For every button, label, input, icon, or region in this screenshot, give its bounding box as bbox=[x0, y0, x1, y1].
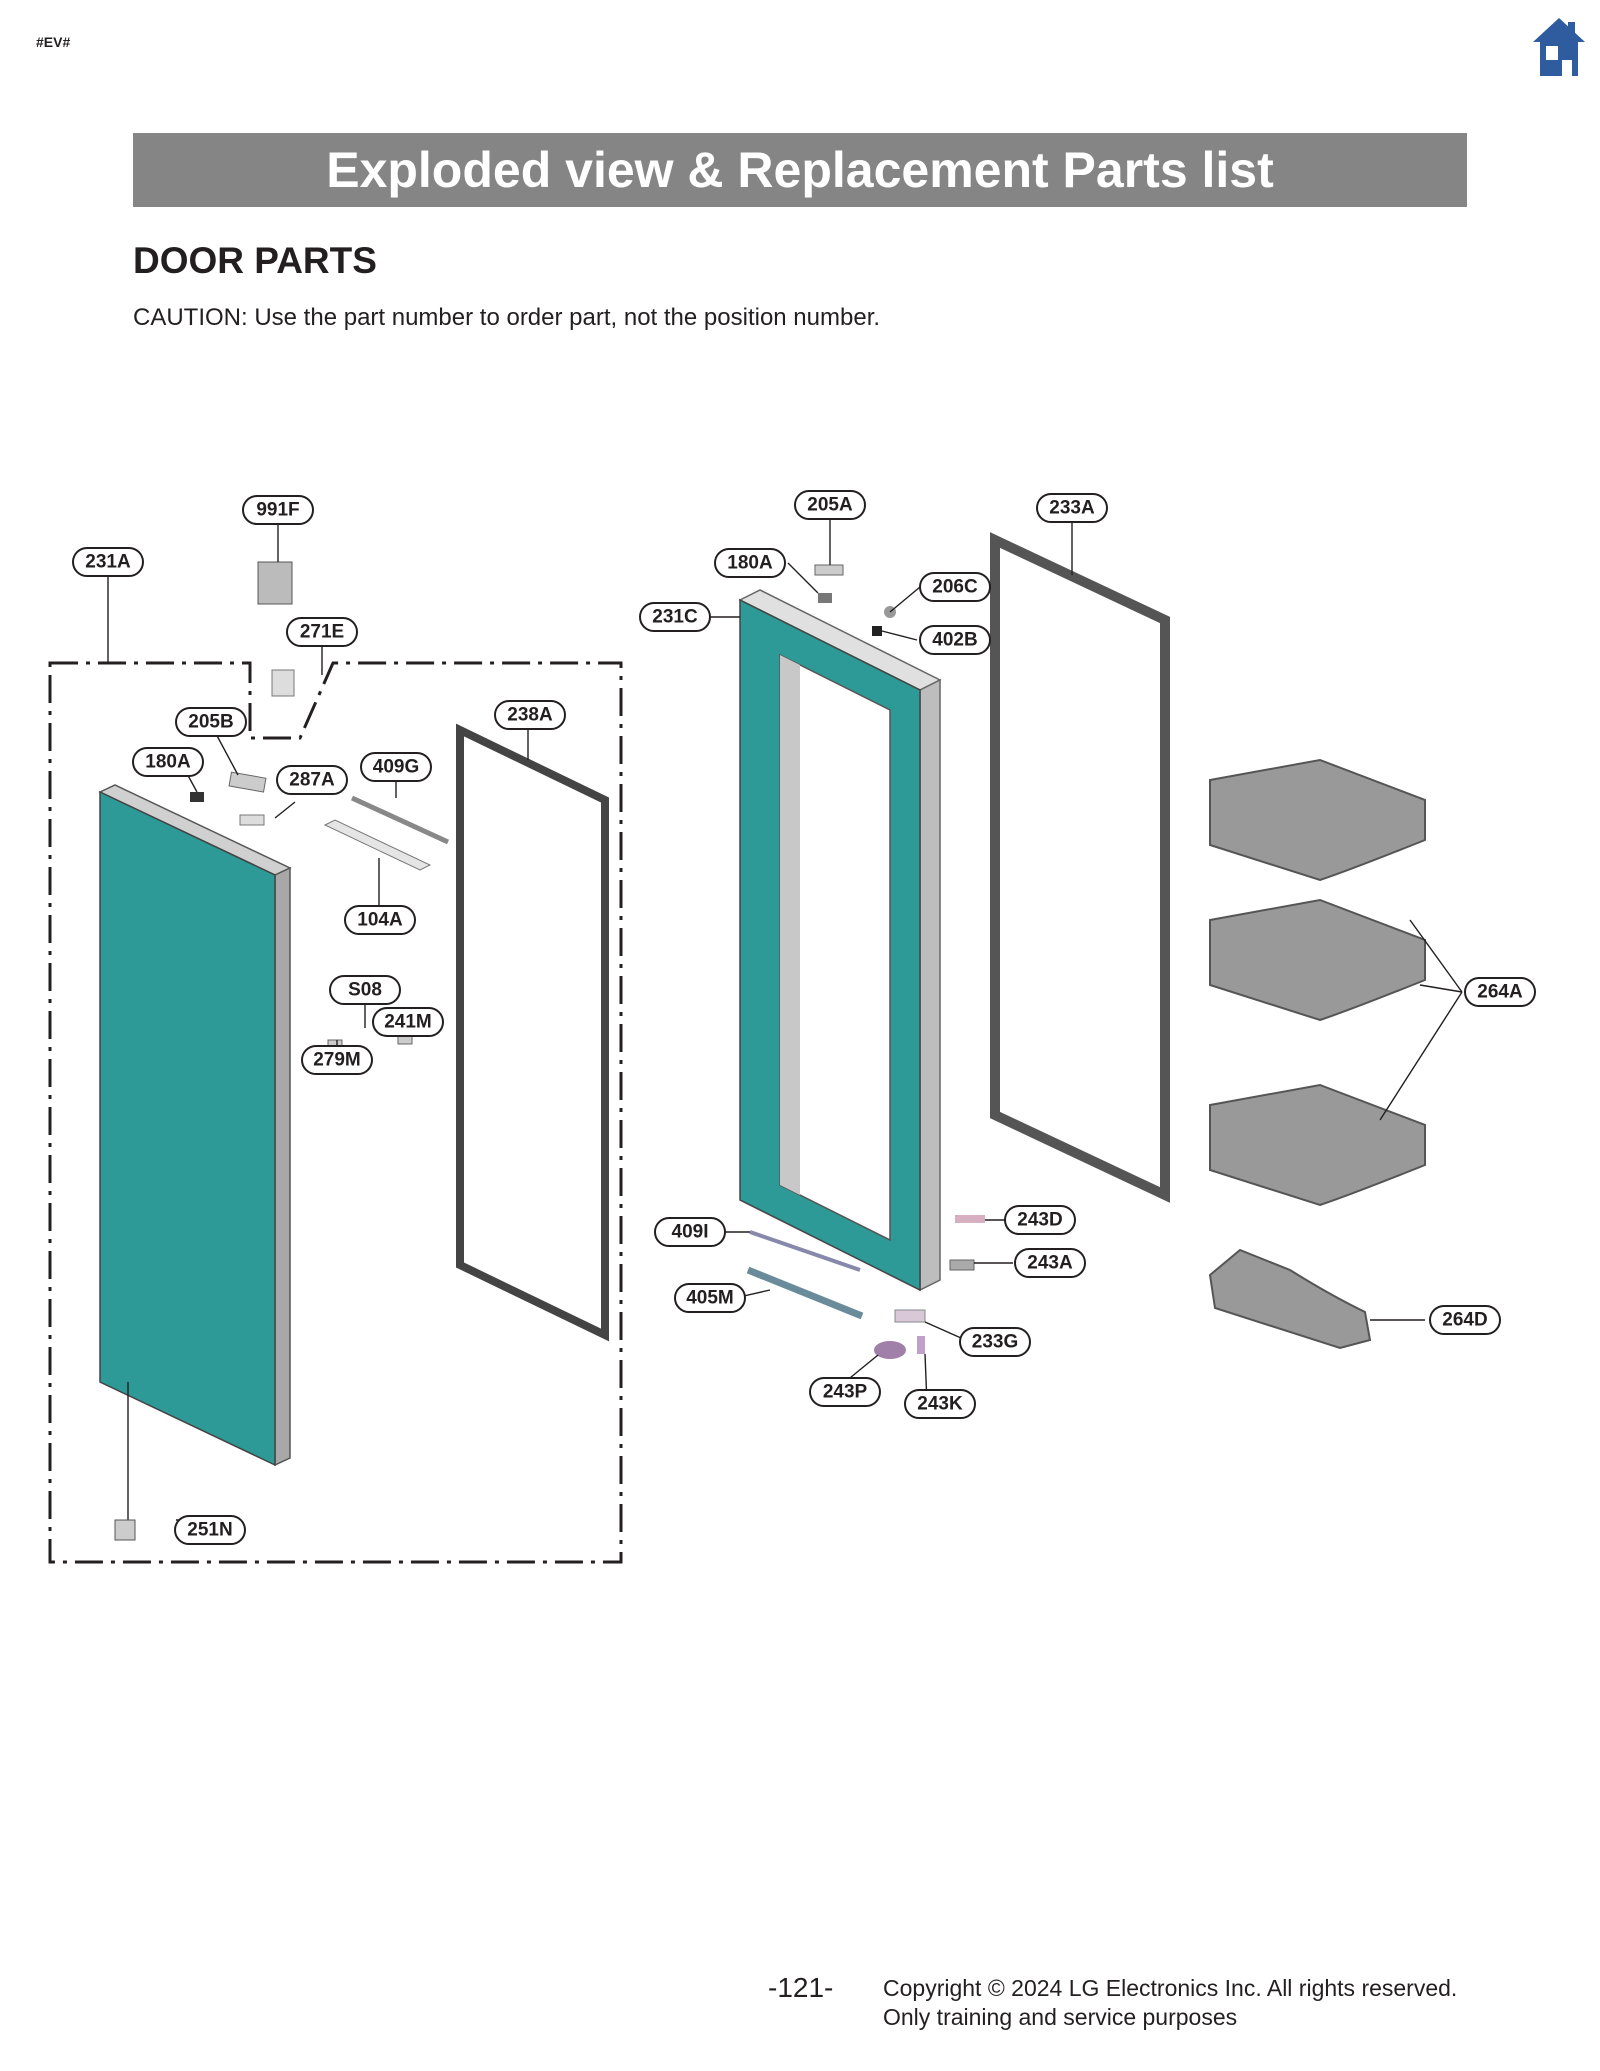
part-callout-label: 243K bbox=[917, 1394, 963, 1415]
page-title: Exploded view & Replacement Parts list bbox=[326, 142, 1274, 198]
part-callout: 264D bbox=[1429, 1305, 1501, 1335]
part-callout-label: 243D bbox=[1017, 1210, 1062, 1231]
part-callout-label: 405M bbox=[686, 1288, 734, 1309]
section-title: DOOR PARTS bbox=[133, 240, 377, 281]
part-callout: 238A bbox=[494, 700, 566, 730]
part-callout: 271E bbox=[286, 617, 358, 647]
part-callout: 231A bbox=[72, 547, 144, 577]
home-button[interactable] bbox=[1530, 16, 1588, 80]
part-callout-label: 233A bbox=[1049, 498, 1095, 519]
part-callout: 241M bbox=[372, 1007, 444, 1037]
part-callout-label: 231C bbox=[652, 607, 698, 628]
home-icon bbox=[1533, 18, 1585, 76]
part-callout-label: 180A bbox=[145, 752, 191, 773]
part-callout-label: 991F bbox=[256, 500, 299, 521]
part-callout-label: 243A bbox=[1027, 1253, 1073, 1274]
bushing-part bbox=[917, 1336, 925, 1354]
page-title-banner: Exploded view & Replacement Parts list bbox=[133, 133, 1467, 207]
part-callout: 243D bbox=[1004, 1205, 1076, 1235]
magnet-part bbox=[190, 792, 204, 802]
part-callout: 205B bbox=[175, 707, 247, 737]
part-callout: 243A bbox=[1014, 1248, 1086, 1278]
strip-part bbox=[749, 1230, 861, 1272]
part-callout-label: 264A bbox=[1477, 982, 1523, 1003]
part-callout: S08 bbox=[329, 975, 401, 1005]
label-part bbox=[239, 814, 265, 826]
rail-part-right bbox=[746, 1266, 864, 1320]
hinge-bracket-part bbox=[271, 669, 295, 697]
part-callout-label: 251N bbox=[187, 1520, 232, 1541]
part-callout-label: 279M bbox=[313, 1050, 361, 1071]
part-callout-label: 402B bbox=[932, 630, 977, 651]
part-callout: 409I bbox=[654, 1217, 726, 1247]
part-callout: 231C bbox=[639, 602, 711, 632]
trim-part bbox=[323, 819, 432, 871]
part-callout-label: 238A bbox=[507, 705, 553, 726]
part-callout: 279M bbox=[301, 1045, 373, 1075]
part-callout: 205A bbox=[794, 490, 866, 520]
pin-part bbox=[955, 1215, 985, 1223]
page-number: -121- bbox=[768, 1972, 834, 2003]
part-callout: 104A bbox=[344, 905, 416, 935]
part-callout-label: 409G bbox=[373, 757, 419, 778]
door-bins bbox=[1208, 758, 1426, 1350]
copyright-block: Copyright © 2024 LG Electronics Inc. All… bbox=[883, 1974, 1457, 2032]
part-callout: 991F bbox=[242, 495, 314, 525]
exploded-view-diagram: 991F231A271E205B180A287A409G238A104AS082… bbox=[48, 490, 1536, 1564]
part-callout-label: 264D bbox=[1442, 1310, 1487, 1331]
magnet-part-right bbox=[818, 593, 832, 603]
part-callout: 233G bbox=[959, 1327, 1031, 1357]
door-panel bbox=[98, 784, 292, 1467]
part-callout-label: 243P bbox=[823, 1382, 868, 1403]
part-callout-label: 233G bbox=[972, 1332, 1018, 1353]
part-callout-label: 180A bbox=[727, 553, 773, 574]
caution-note: CAUTION: Use the part number to order pa… bbox=[133, 304, 881, 331]
part-callout: 206C bbox=[919, 572, 991, 602]
purpose-text: Only training and service purposes bbox=[883, 2004, 1238, 2030]
part-callout-label: S08 bbox=[348, 980, 382, 1001]
part-callout: 243P bbox=[809, 1377, 881, 1407]
part-callout-label: 205B bbox=[188, 712, 233, 733]
copyright-text: Copyright © 2024 LG Electronics Inc. All… bbox=[883, 1975, 1458, 2001]
part-callout: 264A bbox=[1464, 977, 1536, 1007]
rail-part bbox=[350, 795, 450, 845]
part-callout-label: 205A bbox=[807, 495, 853, 516]
hinge-lower-part bbox=[894, 1309, 926, 1323]
assembly-boundary bbox=[48, 661, 623, 1564]
bracket-part bbox=[949, 1259, 975, 1271]
liner-gasket bbox=[990, 532, 1170, 1203]
cap-part-right bbox=[814, 564, 844, 576]
sensor-part bbox=[872, 626, 882, 636]
door-liner bbox=[738, 589, 942, 1292]
part-callout: 180A bbox=[132, 747, 204, 777]
part-callout-label: 271E bbox=[300, 622, 344, 643]
part-callout-label: 231A bbox=[85, 552, 131, 573]
part-callout-label: 206C bbox=[932, 577, 978, 598]
part-callout-label: 287A bbox=[289, 770, 335, 791]
cap-part bbox=[228, 771, 267, 793]
part-callout-label: 241M bbox=[384, 1012, 432, 1033]
part-callout: 180A bbox=[714, 548, 786, 578]
door-gasket bbox=[456, 723, 609, 1342]
part-callout: 287A bbox=[276, 765, 348, 795]
bearing-part bbox=[874, 1341, 906, 1359]
part-callout: 402B bbox=[919, 625, 991, 655]
part-callout: 243K bbox=[904, 1389, 976, 1419]
part-callout: 251N bbox=[174, 1515, 246, 1545]
part-callout: 409G bbox=[360, 752, 432, 782]
part-callout-label: 104A bbox=[357, 910, 403, 931]
hinge-cover-part bbox=[257, 561, 293, 605]
part-callout: 405M bbox=[674, 1283, 746, 1313]
hinge-part bbox=[114, 1519, 136, 1541]
document-tag: #EV# bbox=[36, 34, 71, 50]
part-callout: 233A bbox=[1036, 493, 1108, 523]
part-callout-label: 409I bbox=[672, 1222, 709, 1243]
